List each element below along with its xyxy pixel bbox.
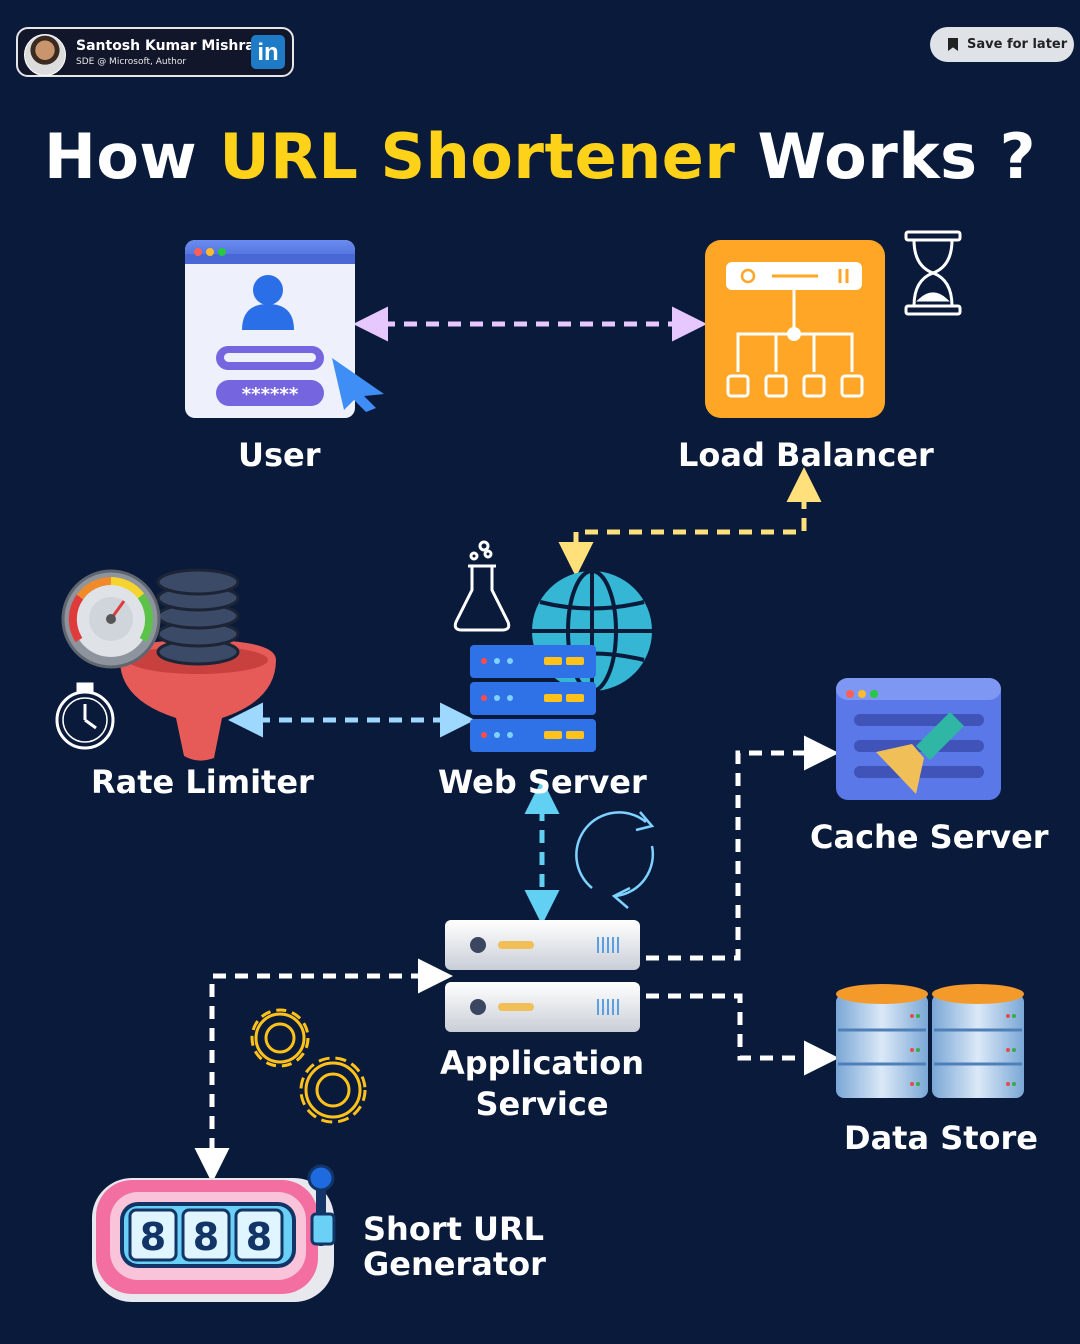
author-role: SDE @ Microsoft, Author [76, 57, 187, 67]
data-store-label: Data Store [844, 1119, 1038, 1157]
connector-app-shorturl [194, 958, 453, 1183]
password-mask: ****** [242, 384, 299, 405]
title-highlight: URL Shortener [219, 120, 736, 193]
refresh-icon [575, 811, 655, 909]
slot-digit: 8 [140, 1215, 166, 1259]
gears-icon [250, 1008, 367, 1124]
cache-server-label: Cache Server [810, 818, 1049, 856]
bookmark-icon [948, 38, 958, 51]
user-label: User [238, 436, 321, 474]
title-part1: How [43, 120, 198, 193]
slot-digit: 8 [246, 1215, 272, 1259]
web-server-label: Web Server [438, 763, 647, 801]
author-name: Santosh Kumar Mishra [76, 38, 255, 54]
short-url-generator-label-line2: Generator [363, 1245, 546, 1283]
author-avatar [24, 34, 66, 76]
hourglass-icon [904, 230, 962, 316]
slot-digit: 8 [193, 1215, 219, 1259]
rate-limiter-icon [61, 568, 276, 761]
application-service-icon [445, 920, 640, 1032]
author-badge[interactable]: Santosh Kumar Mishra SDE @ Microsoft, Au… [16, 27, 294, 77]
page-title: How URL Shortener Works ? [0, 120, 1080, 193]
application-service-label-line1: Application [439, 1044, 645, 1082]
user-icon: ****** [185, 240, 384, 418]
title-part2: Works ? [757, 120, 1037, 193]
flask-icon [453, 540, 511, 632]
linkedin-icon[interactable]: in [251, 35, 285, 69]
cache-server-icon [836, 678, 1001, 800]
connector-loadbalancer-webserver [558, 467, 822, 577]
connector-app-datastore [646, 993, 839, 1076]
save-for-later-button[interactable]: Save for later [930, 27, 1074, 62]
load-balancer-icon [705, 240, 885, 418]
rate-limiter-label: Rate Limiter [91, 763, 314, 801]
stopwatch-icon [55, 682, 115, 750]
web-server-icon [470, 645, 596, 752]
data-store-icon [836, 984, 1024, 1098]
short-url-generator-label-line1: Short URL [363, 1210, 545, 1248]
load-balancer-label: Load Balancer [678, 436, 934, 474]
application-service-label-line2: Service [475, 1085, 609, 1123]
short-url-generator-icon: 8 8 8 [92, 1164, 336, 1302]
connector-app-cache [646, 735, 839, 961]
save-label: Save for later [967, 37, 1068, 52]
